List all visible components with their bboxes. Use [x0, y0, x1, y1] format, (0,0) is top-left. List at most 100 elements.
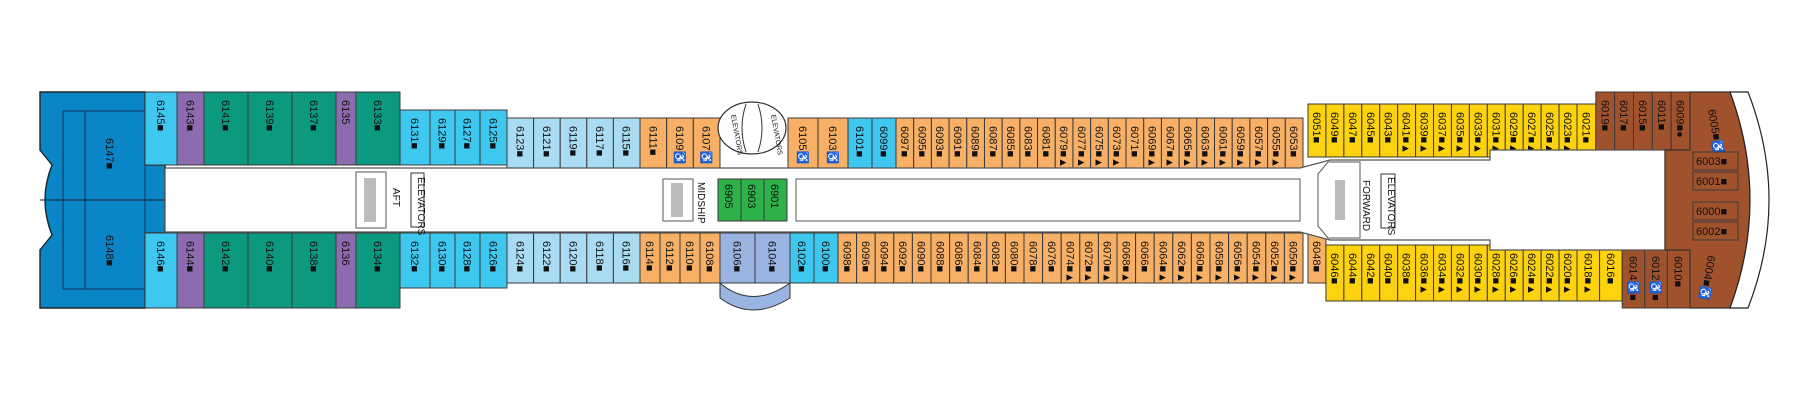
cabin-6112[interactable]: 6112■ [659, 232, 681, 284]
cabin-6082[interactable]: 6082■ [986, 232, 1006, 284]
cabin-6023[interactable]: 6023■▲ [1558, 103, 1578, 158]
cabin-6146[interactable]: 6146■ [144, 232, 178, 309]
cabin-6126[interactable]: 6126■ [479, 232, 508, 289]
cabin-6114[interactable]: 6114■ [639, 232, 661, 284]
cabin-6085[interactable]: 6085■ [1001, 117, 1021, 169]
cabin-6081[interactable]: 6081■ [1037, 117, 1056, 169]
cabin-6147[interactable]: 6147■ [103, 138, 115, 169]
cabin-6136[interactable]: 6136 [335, 232, 357, 309]
cabin-6040[interactable]: 6040■ [1379, 244, 1399, 302]
cabin-6066[interactable]: 6066■ [1135, 232, 1155, 284]
cabin-6116[interactable]: 6116■ [612, 232, 641, 284]
cabin-6084[interactable]: 6084■ [967, 232, 988, 284]
cabin-6025[interactable]: 6025■▲ [1540, 103, 1560, 158]
cabin-6037[interactable]: 6037■▲ [1433, 103, 1452, 158]
cabin-6035[interactable]: 6035■▲ [1450, 103, 1470, 158]
cabin-6001[interactable]: 6001■ [1692, 171, 1739, 191]
cabin-6075[interactable]: 6075■▲ [1090, 117, 1109, 169]
cabin-6123[interactable]: 6123■ [506, 117, 535, 169]
cabin-6067[interactable]: 6067■▲ [1160, 117, 1180, 169]
cabin-6012[interactable]: 6012♿■ [1644, 247, 1668, 309]
cabin-6103[interactable]: 6103♿ [817, 117, 849, 169]
cabin-6090[interactable]: 6090■ [911, 232, 932, 284]
cabin-6062[interactable]: 6062■▲ [1172, 232, 1192, 284]
cabin-6009[interactable]: 6009■● [1670, 91, 1691, 161]
cabin-6003[interactable]: 6003■ [1692, 151, 1739, 171]
cabin-6019[interactable]: 6019■ [1595, 91, 1616, 161]
cabin-6073[interactable]: 6073■▲ [1107, 117, 1127, 169]
cabin-6018[interactable]: 6018■▲ [1576, 244, 1601, 302]
cabin-6137[interactable]: 6137■ [291, 91, 337, 166]
cabin-6020[interactable]: 6020■▲ [1558, 244, 1578, 302]
cabin-6143[interactable]: 6143■ [176, 91, 205, 166]
cabin-6041[interactable]: 6041■▲ [1397, 103, 1417, 158]
cabin-6031[interactable]: 6031■▲ [1486, 103, 1506, 158]
cabin-6111[interactable]: 6111■ [639, 117, 668, 169]
cabin-6069[interactable]: 6069■▲ [1143, 117, 1162, 169]
cabin-6095[interactable]: 6095■ [913, 117, 932, 169]
cabin-6088[interactable]: 6088■ [930, 232, 951, 284]
cabin-6139[interactable]: 6139■ [247, 91, 293, 166]
cabin-6028[interactable]: 6028■▲ [1486, 244, 1506, 302]
cabin-6905[interactable]: 6905 [717, 178, 742, 222]
cabin-6124[interactable]: 6124■ [506, 232, 535, 284]
cabin-6105[interactable]: 6105♿ [787, 117, 819, 169]
cabin-6034[interactable]: 6034■▲ [1433, 244, 1452, 302]
cabin-6055[interactable]: 6055■▲ [1267, 117, 1286, 169]
cabin-6141[interactable]: 6141■ [203, 91, 249, 166]
cabin-6056[interactable]: 6056■▲ [1228, 232, 1248, 284]
cabin-6089[interactable]: 6089■ [966, 117, 985, 169]
cabin-6021[interactable]: 6021■ [1576, 103, 1597, 158]
cabin-6032[interactable]: 6032■▲ [1450, 244, 1470, 302]
cabin-6058[interactable]: 6058■▲ [1209, 232, 1230, 284]
cabin-6063[interactable]: 6063■▲ [1196, 117, 1216, 169]
cabin-6134[interactable]: 6134■ [355, 232, 401, 309]
cabin-6030[interactable]: 6030■▲ [1468, 244, 1488, 302]
cabin-6129[interactable]: 6129■ [429, 109, 456, 166]
cabin-6080[interactable]: 6080■ [1004, 232, 1025, 284]
cabin-6083[interactable]: 6083■ [1019, 117, 1039, 169]
cabin-6145[interactable]: 6145■ [144, 91, 178, 166]
cabin-6057[interactable]: 6057■▲ [1249, 117, 1269, 169]
cabin-6077[interactable]: 6077■▲ [1072, 117, 1092, 169]
cabin-6076[interactable]: 6076■ [1042, 232, 1062, 284]
cabin-6115[interactable]: 6115■ [612, 117, 641, 169]
cabin-6148[interactable]: 6148■ [103, 235, 115, 266]
cabin-6039[interactable]: 6039■▲ [1415, 103, 1435, 158]
cabin-6144[interactable]: 6144■ [176, 232, 205, 309]
cabin-6026[interactable]: 6026■▲ [1504, 244, 1524, 302]
cabin-6065[interactable]: 6065■▲ [1178, 117, 1198, 169]
cabin-6061[interactable]: 6061■▲ [1214, 117, 1233, 169]
cabin-6122[interactable]: 6122■ [533, 232, 561, 284]
cabin-6121[interactable]: 6121■ [533, 117, 561, 169]
cabin-6044[interactable]: 6044■ [1343, 244, 1363, 302]
cabin-6029[interactable]: 6029■▲ [1504, 103, 1524, 158]
cabin-6901[interactable]: 6901 [763, 178, 788, 222]
cabin-6102[interactable]: 6102■ [789, 232, 815, 284]
cabin-6903[interactable]: 6903 [740, 178, 765, 222]
cabin-6096[interactable]: 6096■ [856, 232, 876, 284]
cabin-6097[interactable]: 6097■ [895, 117, 915, 169]
cabin-6119[interactable]: 6119■ [559, 117, 588, 169]
cabin-6131[interactable]: 6131■ [399, 109, 431, 166]
cabin-6117[interactable]: 6117■ [586, 117, 614, 169]
cabin-6127[interactable]: 6127■ [454, 109, 481, 166]
cabin-6093[interactable]: 6093■ [930, 117, 950, 169]
cabin-6043[interactable]: 6043■ [1379, 103, 1399, 158]
cabin-6110[interactable]: 6110■ [679, 232, 701, 284]
cabin-6142[interactable]: 6142■ [203, 232, 249, 309]
cabin-6045[interactable]: 6045■ [1361, 103, 1381, 158]
cabin-6010[interactable]: 6010■ [1666, 247, 1691, 309]
cabin-6109[interactable]: 6109♿ [666, 117, 694, 169]
cabin-6128[interactable]: 6128■ [454, 232, 481, 289]
cabin-6087[interactable]: 6087■ [983, 117, 1003, 169]
cabin-6048[interactable]: 6048■ [1307, 232, 1327, 284]
cabin-6138[interactable]: 6138■ [291, 232, 337, 309]
cabin-6053[interactable]: 6053■ [1284, 117, 1304, 169]
cabin-6016[interactable]: 6016■ [1599, 244, 1623, 302]
cabin-6104[interactable]: 6104■ [754, 232, 791, 284]
cabin-6022[interactable]: 6022■▲ [1540, 244, 1560, 302]
cabin-6000[interactable]: 6000■ [1692, 201, 1739, 221]
cabin-6092[interactable]: 6092■ [893, 232, 913, 284]
cabin-6033[interactable]: 6033■▲ [1468, 103, 1488, 158]
